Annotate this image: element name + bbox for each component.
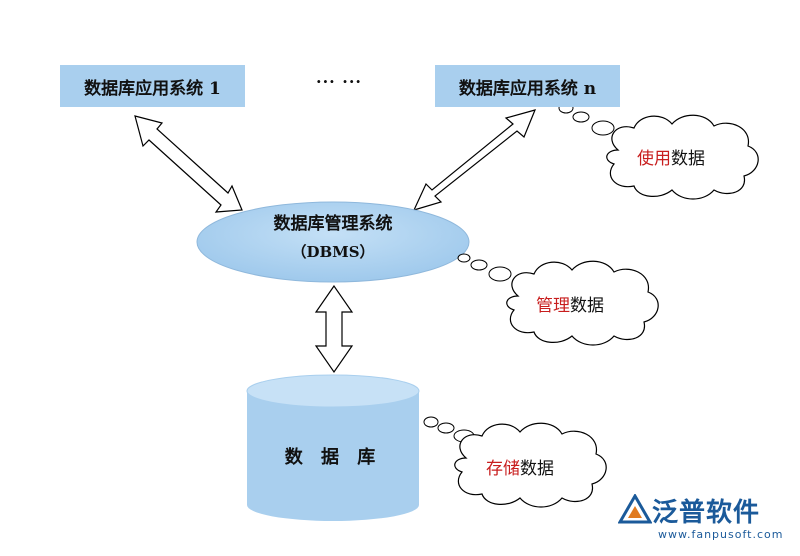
logo-mark-icon xyxy=(618,494,652,524)
dbms-subtitle: （DBMS） xyxy=(291,243,375,261)
app-system-n-box: 数据库应用系统 n xyxy=(435,65,620,107)
cloud-use-highlight: 使用 xyxy=(637,149,671,169)
cloud-manage-rest: 数据 xyxy=(570,296,604,316)
double-arrow-dbms-database xyxy=(314,284,354,374)
cloud-manage-highlight: 管理 xyxy=(536,296,570,316)
ellipsis-text: ··· ··· xyxy=(316,72,362,91)
cloud-use xyxy=(606,114,759,200)
cloud-store-highlight: 存储 xyxy=(486,459,520,479)
cloud-store-rest: 数据 xyxy=(520,459,554,479)
cloud-store-label: 存储数据 xyxy=(486,454,554,479)
logo-url: www.fanpusoft.com xyxy=(658,528,784,541)
double-arrow-app1-dbms xyxy=(134,115,243,213)
cloud-manage-label: 管理数据 xyxy=(536,291,604,316)
brand-logo: 泛普软件 www.fanpusoft.com xyxy=(618,492,798,552)
logo-name: 泛普软件 xyxy=(652,498,761,528)
dbms-label: 数据库管理系统 （DBMS） xyxy=(198,210,468,266)
cloud-use-label: 使用数据 xyxy=(637,144,705,169)
dbms-ellipse xyxy=(196,201,470,283)
database-cylinder xyxy=(246,374,420,521)
cloud-manage xyxy=(506,260,659,346)
app-system-n-label: 数据库应用系统 n xyxy=(458,78,597,99)
database-label: 数 据 库 xyxy=(284,447,382,468)
double-arrow-appn-dbms xyxy=(412,109,537,211)
dbms-title: 数据库管理系统 xyxy=(273,214,393,234)
app-system-1-label: 数据库应用系统 1 xyxy=(84,78,221,99)
cloud-store xyxy=(454,422,607,508)
app-system-1-box: 数据库应用系统 1 xyxy=(60,65,245,107)
thought-bubbles-use xyxy=(558,102,615,136)
cloud-use-rest: 数据 xyxy=(671,149,705,169)
thought-bubbles-manage xyxy=(457,253,512,282)
